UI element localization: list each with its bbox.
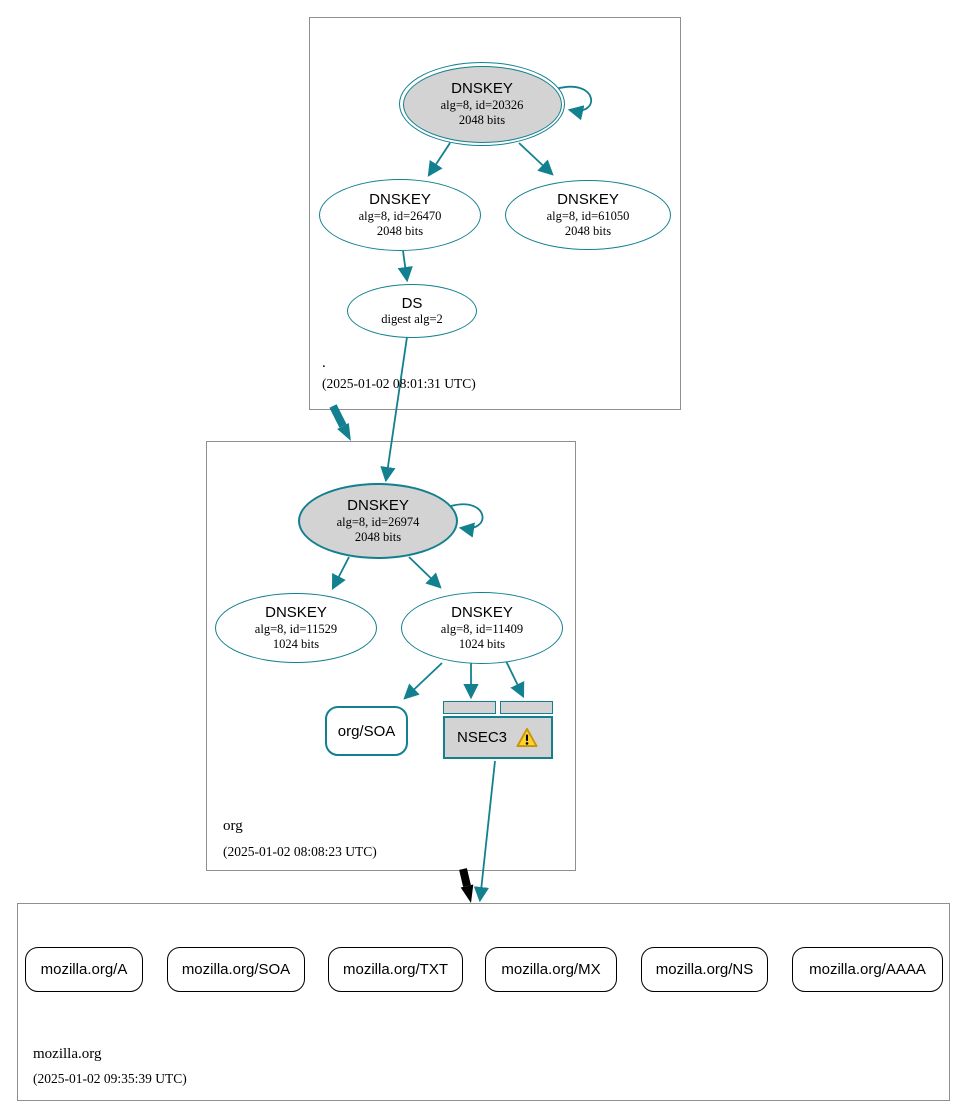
dnskey-org-zsk-11529-node[interactable]: DNSKEY alg=8, id=11529 1024 bits [215, 593, 377, 663]
zone-timestamp-org: (2025-01-02 08:08:23 UTC) [223, 844, 377, 859]
node-subtext: alg=8, id=11409 [440, 622, 524, 637]
node-text: DNSKEY alg=8, id=61050 2048 bits [547, 191, 630, 238]
rrset-label: org/SOA [337, 722, 396, 740]
dnskey-org-zsk-11409-node[interactable]: DNSKEY alg=8, id=11409 1024 bits [401, 592, 563, 664]
rrset-mozilla-org-txt[interactable]: mozilla.org/TXT [328, 947, 463, 992]
node-title: DNSKEY [451, 604, 513, 622]
dnskey-org-ksk-26974-node[interactable]: DNSKEY alg=8, id=26974 2048 bits [298, 483, 458, 559]
node-subtext: 2048 bits [564, 223, 612, 238]
ds-root-node[interactable]: DS digest alg=2 [347, 284, 477, 338]
nsec3-header-cells [443, 701, 553, 714]
node-text: DNSKEY alg=8, id=11529 1024 bits [255, 604, 337, 651]
dnskey-root-zsk-26470-node[interactable]: DNSKEY alg=8, id=26470 2048 bits [319, 179, 481, 251]
node-text: DNSKEY alg=8, id=26470 2048 bits [359, 191, 442, 238]
dnskey-root-zsk-61050-node[interactable]: DNSKEY alg=8, id=61050 2048 bits [505, 180, 671, 250]
node-title: DNSKEY [347, 497, 409, 515]
node-title: DNSKEY [451, 80, 513, 98]
warning-icon [516, 727, 538, 748]
nsec3-cell-2[interactable] [500, 701, 553, 714]
node-subtext: digest alg=2 [381, 312, 443, 327]
node-subtext: alg=8, id=11529 [254, 622, 338, 637]
node-subtext: 1024 bits [458, 636, 506, 651]
node-title: DNSKEY [557, 191, 619, 209]
nsec3-label: NSEC3 [456, 729, 508, 746]
node-subtext: 2048 bits [376, 223, 424, 238]
double-ellipse-inner-ring [402, 65, 562, 143]
zone-timestamp-mozilla-org: (2025-01-02 09:35:39 UTC) [33, 1071, 187, 1086]
zone-box-mozilla-org [17, 903, 950, 1101]
rrset-mozilla-org-ns[interactable]: mozilla.org/NS [641, 947, 768, 992]
rrset-mozilla-org-a[interactable]: mozilla.org/A [25, 947, 143, 992]
edge-delegation-org-mozilla [459, 868, 471, 887]
node-title: DNSKEY [265, 604, 327, 622]
node-subtext: alg=8, id=20326 [440, 98, 524, 113]
node-subtext: 2048 bits [458, 112, 506, 127]
node-subtext: alg=8, id=26974 [336, 515, 420, 530]
zone-timestamp-root: (2025-01-02 08:01:31 UTC) [322, 376, 476, 391]
rrset-label: mozilla.org/A [40, 961, 128, 978]
rrset-label: mozilla.org/NS [655, 961, 754, 978]
rrset-label: mozilla.org/TXT [342, 961, 449, 978]
dnskey-root-ksk-20326-node[interactable]: DNSKEY alg=8, id=20326 2048 bits [399, 62, 565, 146]
org-soa-rrset-node[interactable]: org/SOA [325, 706, 408, 756]
rrset-label: mozilla.org/MX [501, 961, 601, 978]
node-text: DNSKEY alg=8, id=26974 2048 bits [337, 497, 420, 544]
node-subtext: 2048 bits [354, 529, 402, 544]
node-text: DNSKEY alg=8, id=11409 1024 bits [441, 604, 523, 651]
nsec3-body: NSEC3 [443, 716, 553, 759]
node-text: DS digest alg=2 [381, 295, 443, 327]
node-subtext: alg=8, id=26470 [358, 209, 442, 224]
zone-box-root [309, 17, 681, 410]
node-text: DNSKEY alg=8, id=20326 2048 bits [441, 80, 524, 127]
node-subtext: alg=8, id=61050 [546, 209, 630, 224]
nsec3-cell-1[interactable] [443, 701, 496, 714]
rrset-label: mozilla.org/SOA [181, 961, 291, 978]
zone-label-root: . [322, 355, 326, 371]
node-title: DNSKEY [369, 191, 431, 209]
node-title: DS [401, 294, 423, 312]
rrset-mozilla-org-aaaa[interactable]: mozilla.org/AAAA [792, 947, 943, 992]
edge-delegation-org-mozilla-head [460, 884, 474, 903]
rrset-mozilla-org-soa[interactable]: mozilla.org/SOA [167, 947, 305, 992]
node-subtext: 1024 bits [272, 636, 320, 651]
rrset-mozilla-org-mx[interactable]: mozilla.org/MX [485, 947, 617, 992]
edge-delegation-root-org-head [337, 423, 351, 441]
nsec3-node[interactable]: NSEC3 [443, 701, 553, 759]
zone-label-org: org [223, 818, 243, 834]
rrset-label: mozilla.org/AAAA [809, 961, 926, 978]
zone-label-mozilla-org: mozilla.org [33, 1046, 102, 1062]
